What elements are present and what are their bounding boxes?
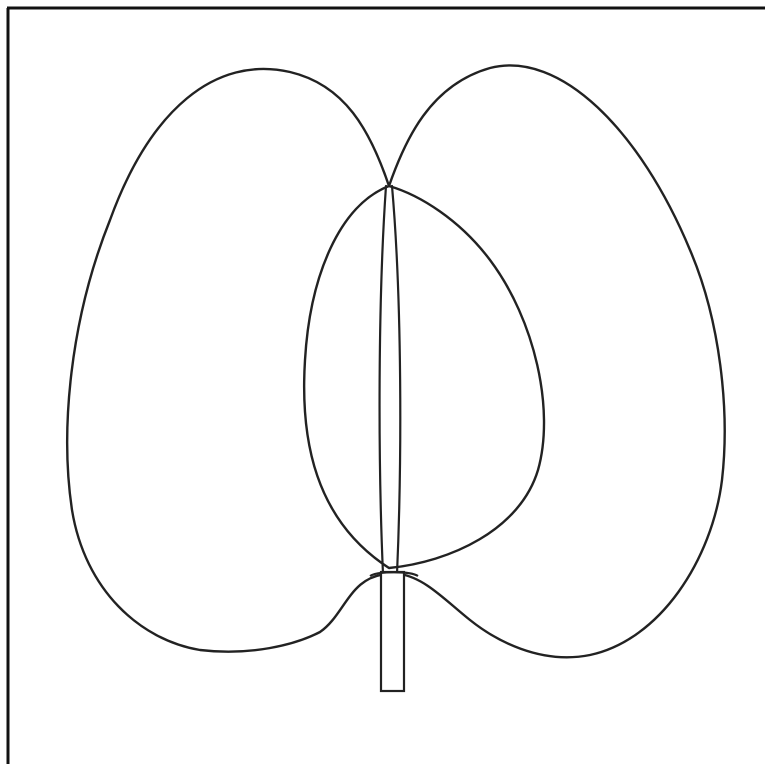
inner-lobe-outline bbox=[304, 186, 544, 568]
central-rib-outline bbox=[380, 186, 401, 574]
right-lobe-outline bbox=[389, 65, 725, 657]
left-lobe-outline bbox=[67, 69, 389, 652]
central-stem bbox=[381, 572, 404, 691]
